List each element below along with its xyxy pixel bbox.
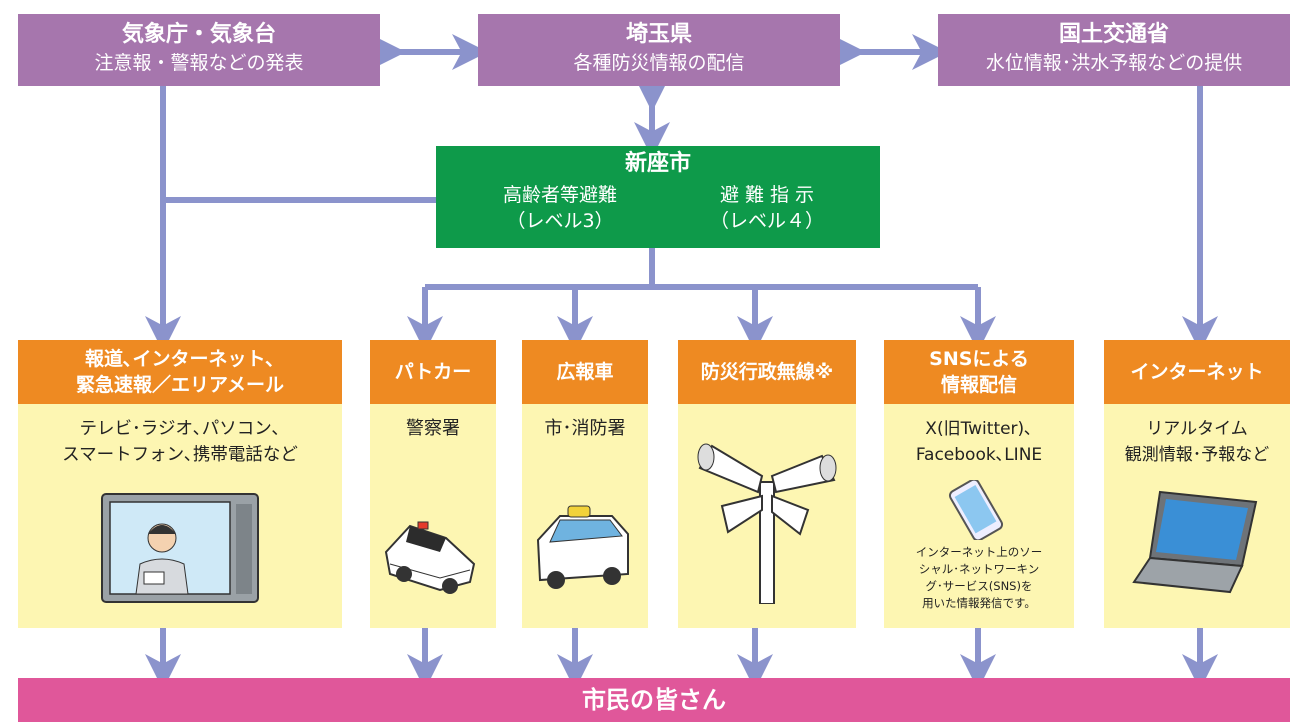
saitama-subtitle: 各種防災情報の配信 — [573, 52, 745, 74]
jma-box: 気象庁・気象台 注意報・警報などの発表 — [18, 14, 380, 86]
col-sns-head: SNSによる 情報配信 — [884, 340, 1074, 404]
col-internet-text: リアルタイム 観測情報･予報など — [1124, 419, 1270, 465]
jma-title: 気象庁・気象台 — [121, 22, 276, 47]
col-police-text: 警察署 — [406, 418, 460, 439]
jma-subtitle: 注意報・警報などの発表 — [94, 52, 304, 74]
city-level3-label: 高齢者等避難 — [502, 184, 617, 206]
col-sns-text: X(旧Twitter)､ Facebook､LINE — [915, 419, 1043, 465]
col-news-head: 報道､インターネット､ 緊急速報／エリアメール — [18, 340, 342, 404]
city-level4-label: 避 難 指 示 — [719, 184, 815, 206]
col-news-text: テレビ･ラジオ､パソコン､ スマートフォン､携帯電話など — [62, 419, 298, 465]
col-prvan-text: 市･消防署 — [544, 418, 626, 439]
col-police-body: 警察署 — [370, 404, 496, 628]
tv-icon — [101, 493, 259, 603]
col-sns-note: インターネット上のソー シャル･ネットワーキン グ･サービス(SNS)を 用いた… — [915, 545, 1043, 610]
col-radio-body — [678, 404, 856, 628]
police-car-icon — [384, 521, 476, 594]
mlit-subtitle: 水位情報･洪水予報などの提供 — [985, 52, 1243, 74]
city-level4-number: （レベル４） — [709, 210, 824, 232]
saitama-box: 埼玉県 各種防災情報の配信 — [478, 14, 840, 86]
col-radio-head: 防災行政無線※ — [678, 340, 856, 404]
col-sns-body: X(旧Twitter)､ Facebook､LINE インターネット上のソー シ… — [884, 404, 1074, 628]
city-level3-number: （レベル3） — [506, 210, 614, 232]
col-news-body: テレビ･ラジオ､パソコン､ スマートフォン､携帯電話など — [18, 404, 342, 628]
col-prvan-head: 広報車 — [522, 340, 648, 404]
city-box: 新座市 高齢者等避難 （レベル3） 避 難 指 示 （レベル４） — [436, 146, 880, 248]
loudspeaker-icon — [697, 443, 837, 604]
city-title: 新座市 — [624, 151, 691, 176]
laptop-icon — [1132, 490, 1258, 594]
smartphone-icon — [948, 480, 1004, 540]
saitama-title: 埼玉県 — [625, 22, 692, 47]
col-police-head: パトカー — [370, 340, 496, 404]
mlit-title: 国土交通省 — [1058, 22, 1169, 47]
pr-van-icon — [536, 505, 629, 589]
citizens-bar: 市民の皆さん — [18, 678, 1290, 722]
col-internet-body: リアルタイム 観測情報･予報など — [1104, 404, 1290, 628]
col-prvan-body: 市･消防署 — [522, 404, 648, 628]
col-internet-head: インターネット — [1104, 340, 1290, 404]
mlit-box: 国土交通省 水位情報･洪水予報などの提供 — [938, 14, 1290, 86]
